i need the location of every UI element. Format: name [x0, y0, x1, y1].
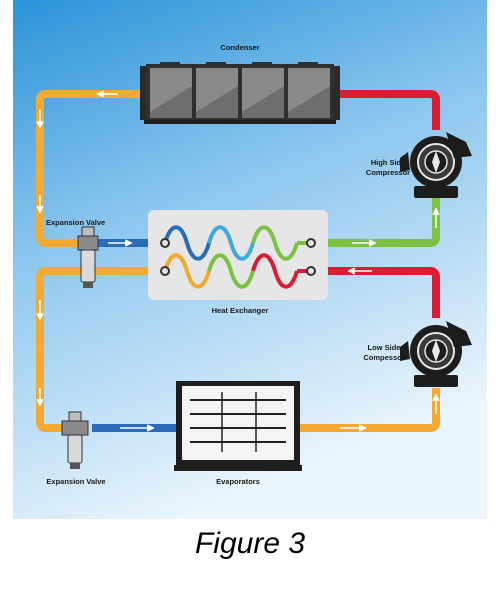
label-high-side-compressor: High Side — [371, 158, 406, 167]
condenser-unit-icon — [140, 62, 340, 124]
heat-exchanger-icon — [148, 210, 328, 300]
flow-arrow-icon — [36, 300, 44, 321]
pipe-compressor-to-condenser — [334, 90, 440, 130]
flow-arrow-icon — [36, 195, 44, 214]
label-high-side-compressor: Compressor — [366, 168, 410, 177]
expansion-valve-icon — [61, 411, 89, 469]
label-heat-exchanger: Heat Exchanger — [212, 306, 269, 315]
compressor-icon — [400, 132, 472, 198]
label-low-side-compressor: Low Side — [368, 343, 401, 352]
flow-arrow-icon — [352, 239, 377, 247]
label-expansion-valve-bottom: Expansion Valve — [46, 477, 105, 486]
flow-arrows — [36, 90, 440, 432]
pipe-low-compressor-to-hx — [328, 267, 440, 318]
pipe-hx-to-lower-valve — [36, 267, 148, 432]
flow-arrow-icon — [120, 424, 155, 432]
flow-arrow-icon — [36, 110, 44, 129]
flow-arrow-icon — [96, 90, 118, 98]
flow-arrow-icon — [432, 393, 440, 414]
label-expansion-valve-top: Expansion Valve — [46, 218, 105, 227]
pipe-condenser-out — [36, 90, 146, 247]
label-condenser: Condenser — [220, 43, 259, 52]
figure-caption: Figure 3 — [194, 527, 306, 560]
label-evaporators: Evaporators — [216, 477, 260, 486]
label-low-side-compressor: Compessor — [363, 353, 404, 362]
flow-arrow-icon — [432, 207, 440, 228]
evaporator-unit-icon — [174, 381, 302, 471]
pipe-evaporator-to-low-compressor — [300, 388, 440, 432]
pipe-hx-to-high-compressor — [328, 198, 440, 247]
flow-arrow-icon — [340, 424, 367, 432]
compressor-icon — [400, 321, 472, 387]
flow-arrow-icon — [36, 388, 44, 407]
flow-arrow-icon — [108, 239, 133, 247]
flow-arrow-icon — [347, 267, 372, 275]
expansion-valve-icon — [77, 226, 99, 288]
